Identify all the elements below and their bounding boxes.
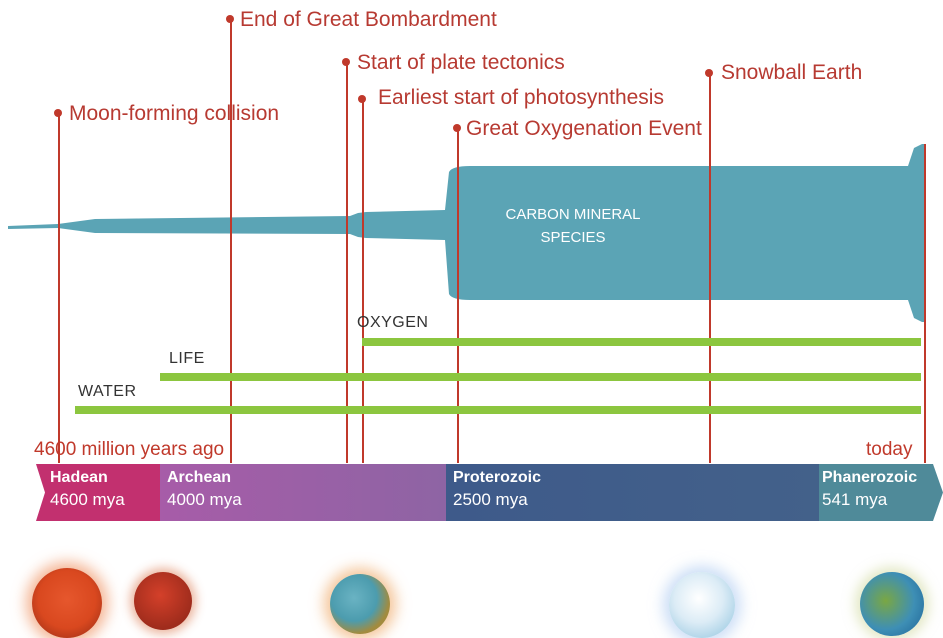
- great-bombardment-line: [230, 19, 232, 463]
- oxygenation-dot: [453, 124, 461, 132]
- eon-proterozoic: Proterozoic 2500 mya: [446, 464, 819, 521]
- eon-proterozoic-name: Proterozoic: [453, 469, 542, 486]
- moon-collision-line: [58, 113, 60, 463]
- carbon-label-line2: SPECIES: [540, 228, 606, 246]
- archean-earth-globe: [134, 572, 192, 630]
- modern-earth-globe: [860, 572, 924, 636]
- snowball-earth-line: [709, 73, 711, 463]
- hadean-earth-globe: [32, 568, 102, 638]
- great-bombardment-label: End of Great Bombardment: [240, 8, 497, 31]
- eon-phanerozoic-name: Phanerozoic: [822, 469, 918, 486]
- water-bar: [75, 406, 921, 414]
- moon-collision-dot: [54, 109, 62, 117]
- eon-phanerozoic-age: 541 mya: [822, 490, 888, 509]
- carbon-mineral-shape: [8, 144, 925, 322]
- snowball-earth-globe: [669, 572, 735, 638]
- today-line: [924, 144, 926, 463]
- eon-archean-name: Archean: [167, 469, 232, 486]
- plate-tectonics-dot: [342, 58, 350, 66]
- earth-history-timeline: CARBON MINERAL SPECIES Moon-forming coll…: [8, 8, 943, 638]
- snowball-earth-label: Snowball Earth: [721, 61, 863, 84]
- carbon-label-line1: CARBON MINERAL: [505, 206, 641, 223]
- plate-tectonics-line: [346, 62, 348, 463]
- eon-proterozoic-age: 2500 mya: [453, 490, 528, 509]
- oxygen-label: OXYGEN: [357, 314, 429, 331]
- life-bar: [160, 373, 921, 381]
- plate-tectonics-label: Start of plate tectonics: [357, 51, 565, 74]
- axis-end-label: today: [866, 439, 913, 460]
- eon-hadean-name: Hadean: [50, 469, 108, 486]
- eon-phanerozoic: Phanerozoic 541 mya: [819, 464, 943, 521]
- moon-collision-label: Moon-forming collision: [69, 102, 280, 125]
- eon-hadean-age: 4600 mya: [50, 490, 125, 509]
- eon-archean-age: 4000 mya: [167, 490, 242, 509]
- eon-archean: Archean 4000 mya: [160, 464, 446, 521]
- life-label: LIFE: [169, 350, 205, 367]
- carbon-mineral-label: CARBON MINERAL SPECIES: [483, 204, 663, 249]
- oxygenation-label: Great Oxygenation Event: [466, 117, 702, 140]
- photosynthesis-label: Earliest start of photosynthesis: [378, 86, 664, 109]
- eon-hadean: Hadean 4600 mya: [36, 464, 160, 521]
- oxygen-bar: [362, 338, 921, 346]
- axis-start-label: 4600 million years ago: [34, 439, 225, 460]
- snowball-earth-dot: [705, 69, 713, 77]
- oxygenation-line: [457, 128, 459, 463]
- great-bombardment-dot: [226, 15, 234, 23]
- water-label: WATER: [78, 383, 137, 400]
- photosynthesis-line: [362, 99, 364, 463]
- photosynthesis-dot: [358, 95, 366, 103]
- early-earth-globe: [330, 574, 390, 634]
